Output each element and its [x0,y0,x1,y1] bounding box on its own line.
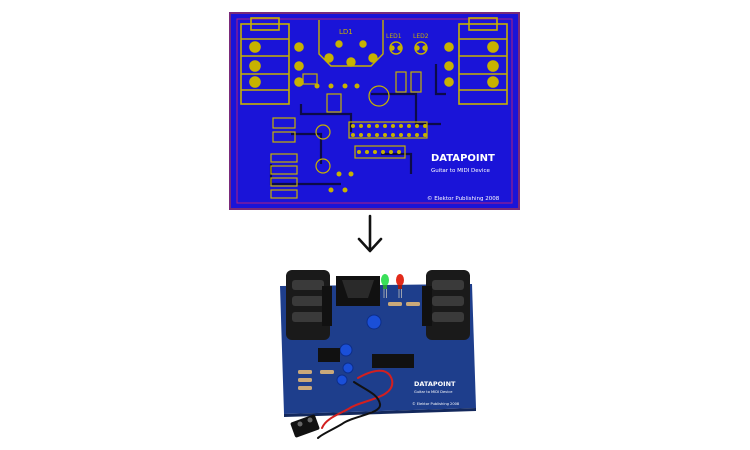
right-jack [422,270,470,340]
layout-copyright: © Elektor Publishing 2008 [427,195,500,202]
board-edge [284,408,476,417]
midi-connector-footprint [318,20,384,67]
label-led2: LED2 [413,33,429,40]
left-jack-footprint [240,17,304,105]
resistors [298,302,420,390]
capacitors [336,314,382,386]
integrated-circuits [318,348,414,368]
layout-subtitle: Guitar to MIDI Device [431,168,490,174]
midi-socket [336,276,380,306]
label-ld1: LD1 [339,28,353,36]
pcb-outline [236,18,513,204]
component-footprints [270,71,428,199]
board-copyright: © Elektor Publishing 2008 [412,402,460,406]
wires [317,369,394,439]
pcb-background [231,14,518,208]
assembled-board-svg: DATAPOINT Guitar to MIDI Device © Elekto… [280,270,476,439]
pad-array [314,83,427,193]
board-subtitle: Guitar to MIDI Device [414,390,453,394]
assembled-board-image: DATAPOINT Guitar to MIDI Device © Elekto… [262,258,492,448]
pcb-layout-svg: LD1 LED1 LED2 [231,14,518,208]
arrow-down-icon [350,212,390,256]
led-red [396,274,404,286]
label-led1: LED1 [386,33,402,40]
led-green [381,274,389,286]
battery-clip [290,414,320,438]
board-brand: DATAPOINT [414,380,456,388]
led-footprints [389,41,428,55]
pcb-layout-image: LD1 LED1 LED2 [229,12,520,210]
left-jack [286,270,332,340]
layout-brand: DATAPOINT [431,153,495,164]
leds [381,274,404,298]
right-jack-footprint [444,17,508,105]
